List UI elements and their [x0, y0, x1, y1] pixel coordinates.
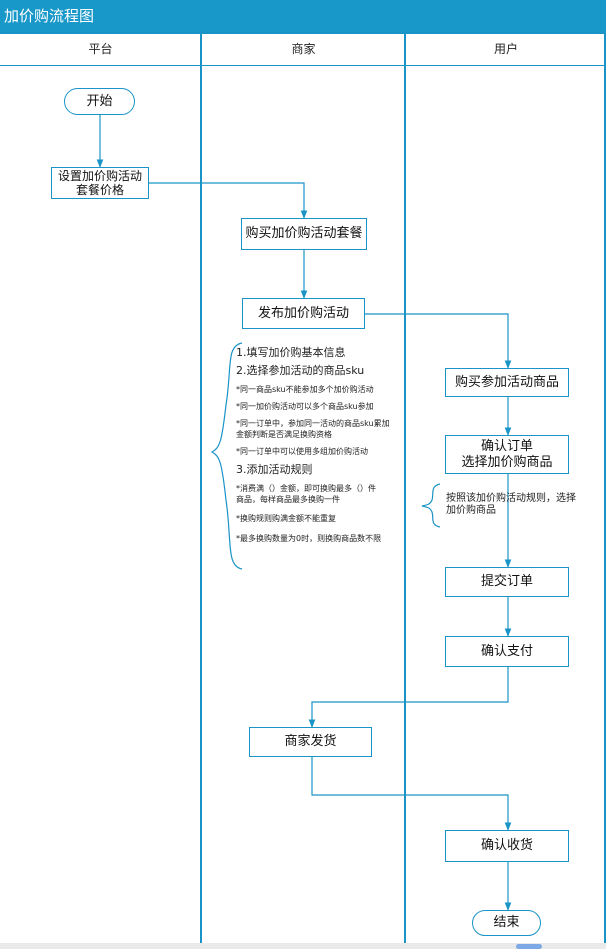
note-rule-3a: *同一订单中，参加同一活动的商品sku累加 [236, 419, 390, 428]
buy-package-label: 购买加价购活动套餐 [245, 226, 363, 241]
submit-order-label: 提交订单 [480, 574, 533, 589]
horizontal-scrollbar-track[interactable] [0, 943, 606, 949]
lane-header-bottom-border [0, 65, 606, 66]
lane-header-merchant: 商家 [291, 42, 316, 56]
set-price-box: 设置加价购活动 套餐价格 [51, 167, 149, 199]
user-note-line-1: 按照该加价购活动规则，选择 [446, 493, 576, 504]
ship-box: 商家发货 [249, 727, 372, 757]
arrow-set-price-to-buy-package [148, 182, 308, 219]
buy-goods-box: 购买参加活动商品 [445, 368, 569, 397]
note-rule-6: *换购规则购满金额不能重复 [236, 514, 336, 523]
lane-header-platform: 平台 [88, 42, 113, 56]
note-heading-2: 2.选择参加活动的商品sku [236, 364, 365, 377]
arrow-publish-to-buy-goods [364, 313, 512, 369]
set-price-line-1: 设置加价购活动 [57, 169, 142, 183]
user-note-line-2: 加价购商品 [446, 505, 496, 516]
merchant-note-brace [210, 342, 243, 570]
arrow-pay-to-ship [308, 667, 509, 728]
lane-header-top-border [0, 32, 606, 34]
lane-divider-1 [200, 33, 202, 943]
ship-label: 商家发货 [284, 734, 337, 749]
confirm-receipt-box: 确认收货 [445, 830, 569, 862]
scroll-indicator[interactable] [516, 944, 542, 949]
note-rule-5a: *消费满（）金额，即可换购最多（）件 [236, 484, 376, 493]
publish-label: 发布加价购活动 [257, 305, 349, 321]
confirm-order-line-2: 选择加价购商品 [461, 454, 553, 470]
note-rule-1: *同一商品sku不能参加多个加价购活动 [236, 385, 374, 394]
set-price-line-2: 套餐价格 [75, 183, 124, 197]
arrow-ship-to-receipt [311, 757, 512, 831]
submit-order-box: 提交订单 [445, 567, 569, 597]
confirm-order-line-1: 确认订单 [480, 438, 533, 454]
note-rule-4: *同一订单中可以使用多组加价购活动 [236, 447, 368, 456]
confirm-receipt-label: 确认收货 [480, 838, 533, 853]
confirm-pay-label: 确认支付 [480, 643, 533, 659]
lane-divider-right [604, 33, 606, 943]
merchant-rules-note: 1.填写加价购基本信息 2.选择参加活动的商品sku *同一商品sku不能参加多… [236, 346, 408, 544]
end-terminal: 结束 [472, 910, 541, 936]
note-rule-3b: 金额判断是否满足换购资格 [236, 430, 332, 439]
note-heading-3: 3.添加活动规则 [236, 463, 313, 476]
user-note-brace [421, 483, 441, 528]
confirm-pay-box: 确认支付 [445, 636, 569, 667]
note-rule-5b: 商品，每样商品最多换购一件 [236, 495, 340, 504]
confirm-order-box: 确认订单 选择加价购商品 [445, 435, 569, 474]
start-terminal: 开始 [64, 88, 135, 115]
end-label: 结束 [493, 915, 520, 930]
publish-box: 发布加价购活动 [242, 298, 365, 329]
diagram-title: 加价购流程图 [0, 0, 606, 33]
buy-goods-label: 购买参加活动商品 [454, 374, 559, 390]
buy-package-box: 购买加价购活动套餐 [241, 218, 367, 250]
lane-divider-2 [404, 33, 406, 943]
start-label: 开始 [86, 93, 113, 109]
note-rule-7: *最多换购数量为0时，则换购商品数不限 [236, 534, 382, 543]
user-selection-note: 按照该加价购活动规则，选择 加价购商品 [446, 493, 602, 517]
note-rule-2: *同一加价购活动可以多个商品sku参加 [236, 402, 374, 411]
note-heading-1: 1.填写加价购基本信息 [236, 346, 346, 359]
lane-header-user: 用户 [493, 42, 518, 56]
